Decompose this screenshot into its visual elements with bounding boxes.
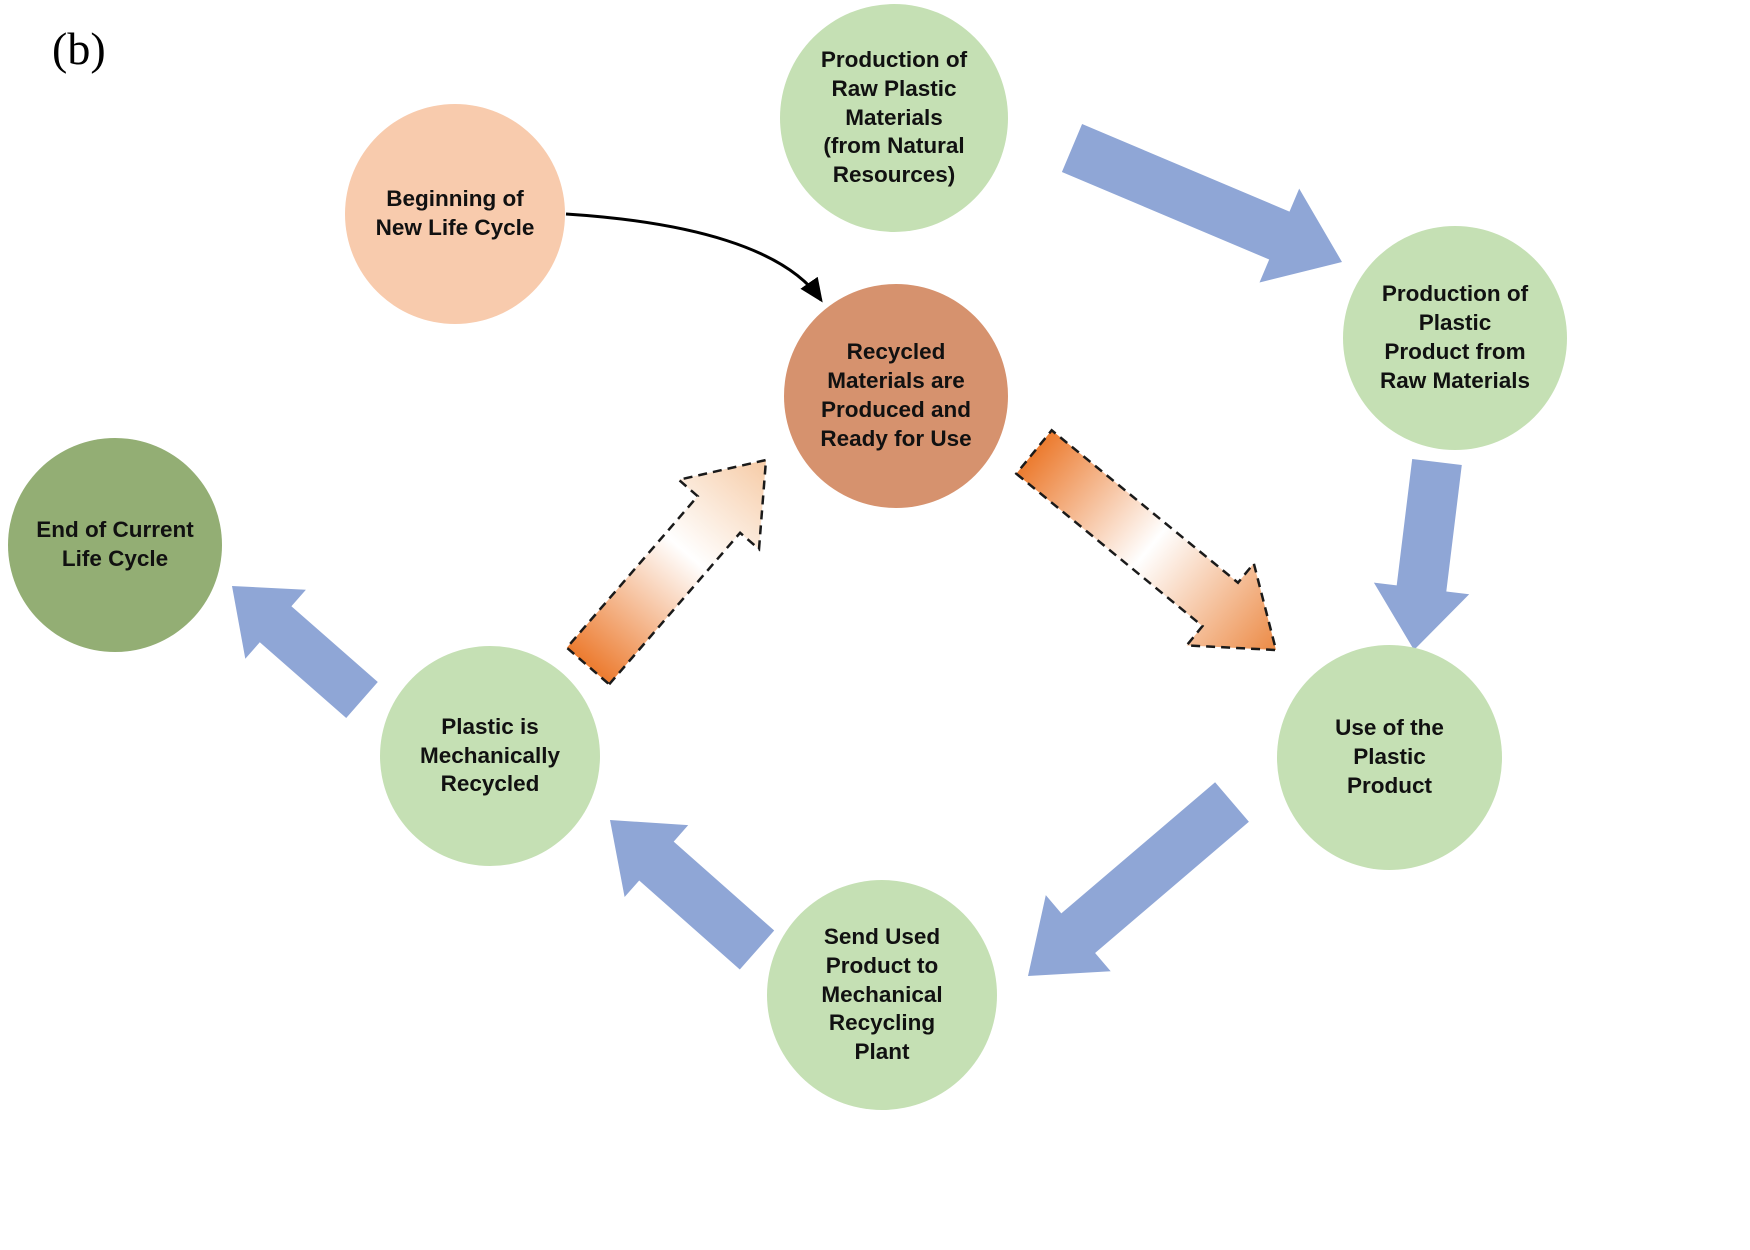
node-recycled-materials: Recycled Materials are Produced and Read… — [784, 284, 1008, 508]
node-recycled-materials-label: Recycled Materials are Produced and Read… — [820, 339, 972, 451]
node-plastic-product-production: Production of Plastic Product from Raw M… — [1343, 226, 1567, 450]
node-end-of-cycle-label: End of Current Life Cycle — [36, 517, 194, 571]
figure-label: (b) — [52, 23, 106, 74]
node-send-to-plant-label: Send Used Product to Mechanical Recyclin… — [821, 924, 943, 1065]
arrow-use-to-send — [1028, 782, 1249, 976]
node-raw-materials-label: Production of Raw Plastic Materials (fro… — [820, 47, 968, 188]
arrow-product-to-use — [1373, 459, 1470, 650]
arrow-recycled-to-use — [1014, 428, 1278, 652]
node-end-of-current-life-cycle: End of Current Life Cycle — [8, 438, 222, 652]
arrow-send-to-mech — [610, 820, 775, 970]
new-cycle-connector-arrow — [565, 212, 823, 303]
node-use-of-plastic-product: Use of the Plastic Product — [1277, 645, 1502, 870]
arrow-raw-to-product — [1061, 124, 1342, 283]
node-mechanically-recycled-label: Plastic is Mechanically Recycled — [419, 713, 561, 797]
node-beginning-new-life-cycle: Beginning of New Life Cycle — [345, 104, 565, 324]
node-beginning-label: Beginning of New Life Cycle — [375, 186, 535, 240]
arrow-mech-to-end — [232, 586, 378, 718]
arrow-mech-to-recycled — [565, 458, 768, 687]
node-use-of-product-label: Use of the Plastic Product — [1335, 715, 1444, 798]
node-raw-materials: Production of Raw Plastic Materials (fro… — [780, 4, 1008, 232]
node-send-to-recycling-plant: Send Used Product to Mechanical Recyclin… — [767, 880, 997, 1110]
node-plastic-product-label: Production of Plastic Product from Raw M… — [1379, 281, 1531, 393]
node-mechanically-recycled: Plastic is Mechanically Recycled — [380, 646, 600, 866]
